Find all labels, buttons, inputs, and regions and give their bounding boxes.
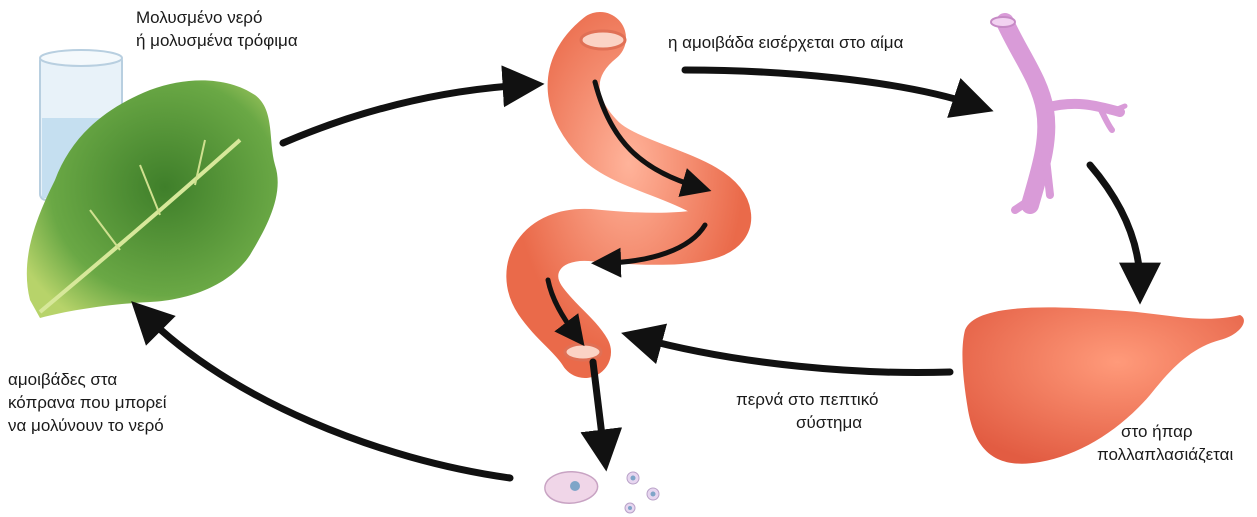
- arrow-leaf-to-intestine: [283, 85, 525, 143]
- label-contaminated-line2: ή μολυσμένα τρόφιμα: [136, 29, 298, 52]
- label-feces-line3: να μολύνουν το νερό: [8, 414, 164, 437]
- label-liver-line2: πολλαπλασιάζεται: [1097, 443, 1233, 466]
- label-contaminated-line1: Μολυσμένο νερό: [136, 6, 262, 29]
- arrow-intestine-to-vessel: [685, 70, 975, 105]
- label-feces-line1: αμοιβάδες στα: [8, 368, 117, 391]
- label-digestive-line2: σύστημα: [796, 411, 862, 434]
- arrow-intestine-to-cells: [593, 362, 604, 452]
- liver-icon: [962, 307, 1243, 463]
- arrow-cells-to-leaf: [145, 315, 510, 478]
- label-enters-blood: η αμοιβάδα εισέρχεται στο αίμα: [668, 31, 903, 54]
- arrow-vessel-to-liver: [1090, 165, 1140, 285]
- label-feces-line2: κόπρανα που μπορεί: [8, 391, 167, 414]
- label-digestive-line1: περνά στο πεπτικό: [736, 388, 878, 411]
- label-liver-line1: στο ήπαρ: [1121, 420, 1193, 443]
- amoeba-cells-icon: [545, 472, 659, 513]
- arrow-liver-to-intestine: [640, 338, 950, 373]
